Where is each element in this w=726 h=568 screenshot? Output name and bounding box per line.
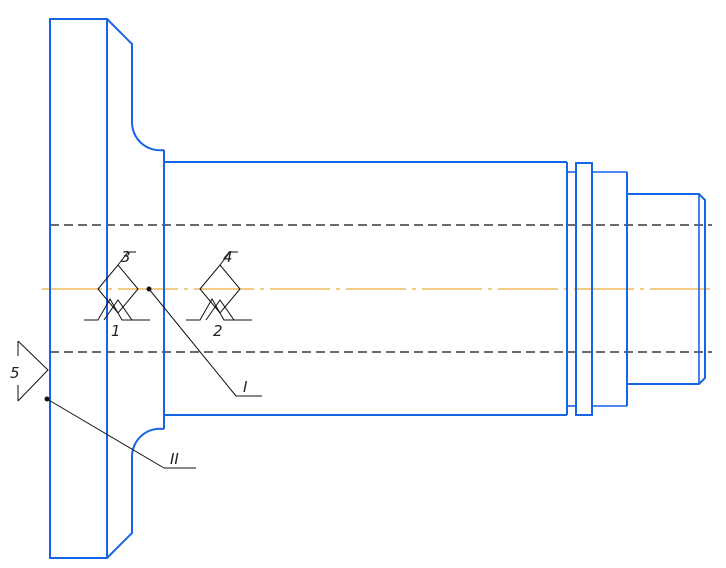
- end-journal: [627, 193, 706, 385]
- surface-symbol-2-4: [186, 251, 252, 321]
- groove-collar: [567, 162, 628, 416]
- surface-symbol-1-3: [84, 251, 150, 321]
- datum-leader-2: [44, 396, 196, 469]
- surface-label-5: 5: [10, 364, 20, 382]
- datum-label-2: II: [170, 450, 179, 468]
- surface-label-4: 4: [223, 248, 233, 266]
- surface-label-3: 3: [121, 248, 131, 266]
- surface-label-1: 1: [111, 322, 121, 340]
- surface-label-2: 2: [213, 322, 223, 340]
- datum-label-1: I: [243, 378, 248, 396]
- datum-leader-1: [146, 286, 262, 397]
- flange: [49, 18, 165, 559]
- surface-symbol-5: [17, 340, 49, 402]
- shaft-body: [164, 161, 568, 416]
